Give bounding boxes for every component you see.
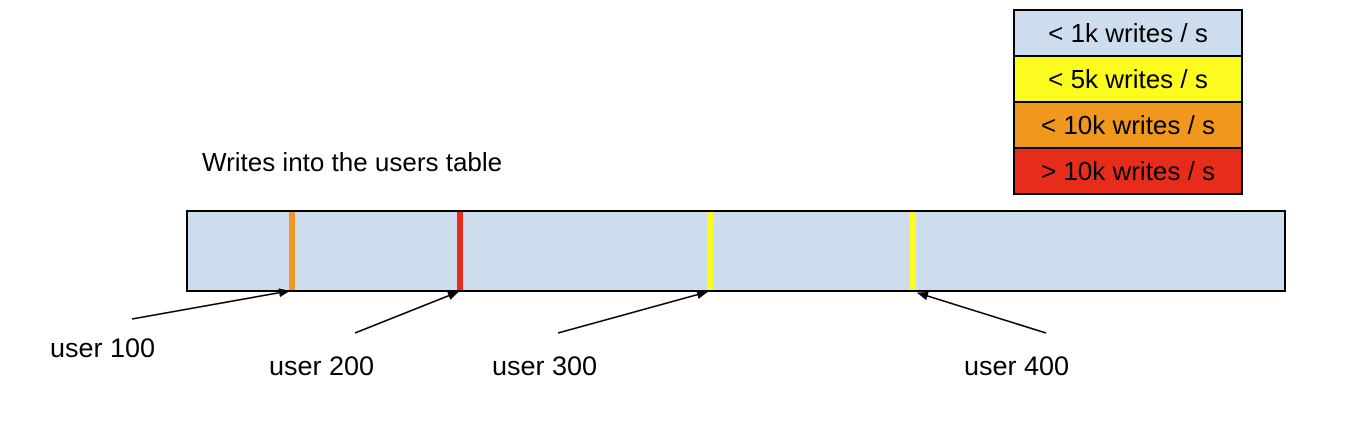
label-user-200: user 200 xyxy=(269,351,375,381)
arrow-user-200 xyxy=(354,291,459,334)
legend-item-label: < 5k writes / s xyxy=(1048,64,1208,94)
diagram-title: Writes into the users table xyxy=(202,147,503,177)
legend-item-lt-10k: < 10k writes / s xyxy=(1015,103,1241,149)
hotspot-marker-user-200 xyxy=(457,212,463,290)
write-rate-legend: < 1k writes / s < 5k writes / s < 10k wr… xyxy=(1013,9,1243,195)
users-table-bar xyxy=(186,210,1286,292)
arrow-user-100 xyxy=(131,288,290,320)
label-user-400: user 400 xyxy=(964,351,1070,381)
legend-item-label: < 1k writes / s xyxy=(1048,18,1208,48)
legend-item-label: > 10k writes / s xyxy=(1040,156,1216,186)
hotspot-marker-user-100 xyxy=(289,212,295,290)
arrow-user-400 xyxy=(917,291,1047,334)
label-user-100: user 100 xyxy=(50,333,156,363)
legend-item-label: < 10k writes / s xyxy=(1040,110,1216,140)
legend-item-gt-10k: > 10k writes / s xyxy=(1015,149,1241,193)
legend-item-lt-5k: < 5k writes / s xyxy=(1015,57,1241,103)
hotspot-marker-user-400 xyxy=(910,212,916,290)
legend-item-lt-1k: < 1k writes / s xyxy=(1015,11,1241,57)
arrow-user-300 xyxy=(557,290,708,334)
hotspot-marker-user-300 xyxy=(707,212,713,290)
label-user-300: user 300 xyxy=(492,351,598,381)
